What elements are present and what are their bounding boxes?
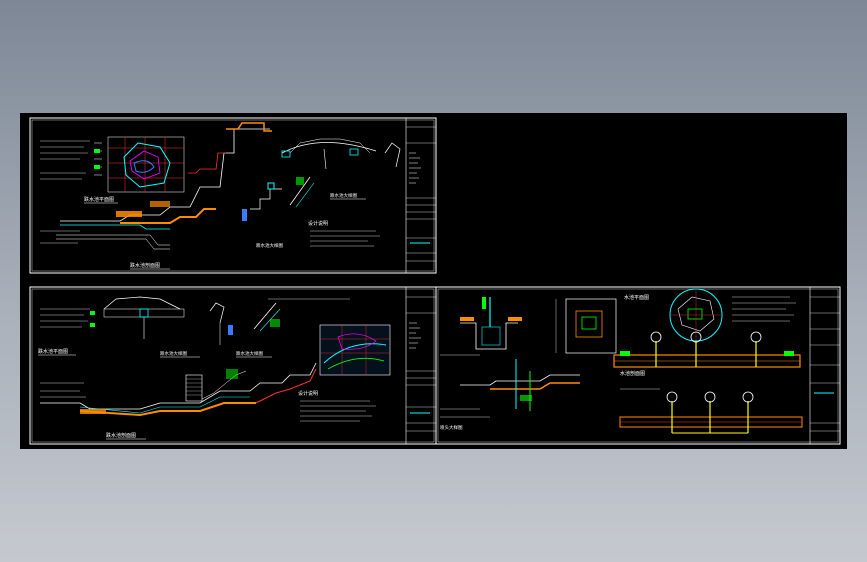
svg-text:跌水池大样图: 跌水池大样图 <box>330 192 357 199</box>
sheet-1-notes-title: 设计说明 <box>308 220 328 227</box>
sheet-1-detail-a: 跌水池大样图 <box>242 182 283 249</box>
sheet-2-detail-a: 跌水池大样图 <box>160 302 233 358</box>
sheet-3-pipe-detail: 喷头大样图 <box>440 359 580 431</box>
sheet-1-plan-label: 跌水池平面图 <box>84 196 114 203</box>
cad-drawing: 跌水池平面图 跌水池剖面图 跌水池大样图 <box>29 117 841 445</box>
fountain-jet-icon <box>650 331 762 343</box>
sheet-2-photo-inset <box>319 324 391 376</box>
sheet-1: 跌水池平面图 跌水池剖面图 跌水池大样图 <box>29 117 437 274</box>
sheet-2: 跌水池平面图 跌水池剖面图 <box>29 286 437 445</box>
sheet-2-detail-b: 跌水池大样图 <box>236 298 350 358</box>
sheet-2-title-block <box>405 287 436 444</box>
sheet-1-section-label: 跌水池剖面图 <box>130 262 160 269</box>
sheet-3-plan-label: 水池平面图 <box>624 294 649 301</box>
sheet-1-detail-label: 跌水池大样图 <box>256 242 283 249</box>
sheet-2-notes: 设计说明 <box>298 390 376 422</box>
sheet-3-detail-label: 喷头大样图 <box>440 424 463 431</box>
sheet-3-frame <box>435 286 841 445</box>
sheet-2-plan-view: 跌水池平面图 <box>38 296 185 356</box>
sheet-1-plan-view: 跌水池平面图 <box>40 136 185 204</box>
sheet-2-section-view: 跌水池剖面图 <box>40 362 317 440</box>
sheet-3-section-b <box>619 388 803 434</box>
sheet-1-frame <box>29 117 437 274</box>
sheet-3-pit-detail-b <box>555 298 617 354</box>
sheet-2-section-label: 跌水池剖面图 <box>106 432 136 439</box>
sheet-1-section-view: 跌水池剖面图 <box>40 122 272 270</box>
sheet-3: 喷头大样图 水池平面图 <box>435 286 841 445</box>
sheet-2-notes-title: 设计说明 <box>298 390 318 397</box>
sheet-1-notes: 设计说明 <box>308 220 380 247</box>
sheet-2-detail-label: 跌水池大样图 <box>160 350 187 357</box>
sheet-2-plan-label: 跌水池平面图 <box>38 348 68 355</box>
cad-drawing-canvas[interactable]: 跌水池平面图 跌水池剖面图 跌水池大样图 <box>20 113 847 449</box>
sheet-3-title-block <box>809 287 840 444</box>
svg-text:跌水池大样图: 跌水池大样图 <box>236 350 263 357</box>
sheet-1-title-block <box>405 118 436 273</box>
sheet-3-round-plan: 水池平面图 <box>624 288 796 342</box>
sheet-1-detail-b: 跌水池大样图 <box>281 138 401 208</box>
sheet-3-section-a: 水池剖面图 <box>613 331 801 377</box>
sheet-3-pit-detail-a <box>440 297 522 356</box>
sheet-3-section-label: 水池剖面图 <box>620 370 645 377</box>
